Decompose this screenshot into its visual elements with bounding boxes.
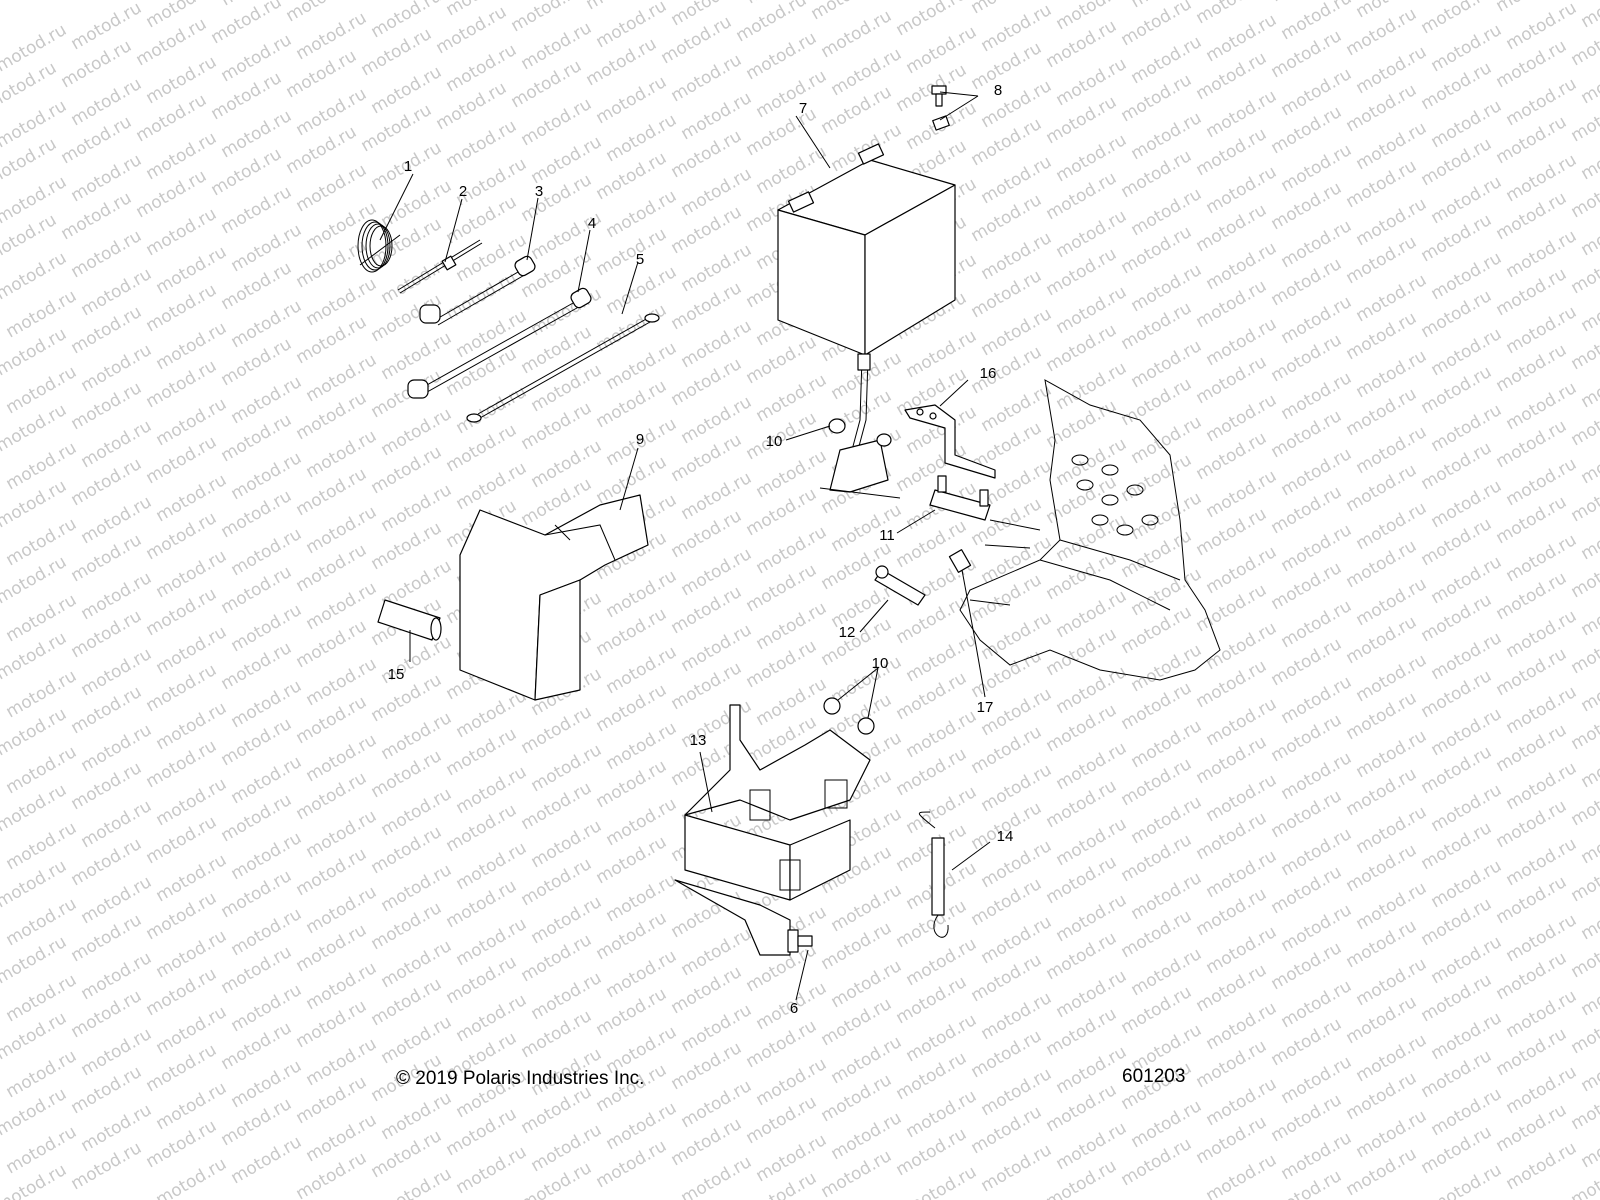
callout-3: 3	[535, 183, 543, 200]
part-10-nuts	[823, 697, 875, 735]
watermark-text: motod.ru	[593, 1136, 671, 1192]
callout-labels: 1 2 3 4 5 6 7 8 9 10 10 11 12 13 14 15 1…	[388, 82, 1014, 1017]
callout-9: 9	[636, 431, 644, 448]
watermark-text: motod.ru	[1118, 1134, 1196, 1190]
part-2-cable-tie	[397, 239, 483, 294]
callout-7: 7	[799, 100, 807, 117]
part-15-sleeve	[377, 599, 442, 641]
part-8-bolt-nut	[931, 85, 950, 131]
callout-11: 11	[879, 527, 895, 544]
part-3-battery-cable	[419, 255, 536, 326]
callout-15: 15	[388, 666, 405, 683]
callout-4: 4	[588, 215, 596, 232]
watermark-text: motod.ru	[293, 1148, 371, 1200]
watermark-text: motod.ru	[1578, 0, 1600, 32]
part-7-battery	[777, 143, 956, 356]
part-1-wire-coil	[357, 219, 401, 273]
part-11-strap-mount	[929, 475, 991, 521]
part-5-negative-cable	[466, 313, 660, 423]
callout-14: 14	[997, 828, 1014, 845]
drawing-number: 601203	[1122, 1066, 1186, 1087]
copyright-notice: © 2019 Polaris Industries Inc.	[396, 1068, 645, 1089]
callout-8: 8	[994, 82, 1002, 99]
frame-section	[959, 379, 1221, 681]
part-17-fastener	[948, 549, 976, 641]
callout-10a: 10	[766, 433, 783, 450]
part-12-clip	[874, 565, 926, 606]
leader-lines	[379, 91, 991, 1001]
callout-12: 12	[839, 624, 856, 641]
part-4-positive-cable	[407, 287, 592, 399]
callout-10b: 10	[872, 655, 889, 672]
part-16-bracket	[904, 404, 996, 479]
part-14-strap	[918, 811, 949, 938]
part-solenoid-assembly	[819, 353, 901, 499]
callout-1: 1	[404, 158, 412, 175]
watermark-text: motod.ru	[1343, 1144, 1421, 1200]
callout-16: 16	[980, 365, 997, 382]
part-13-battery-box	[674, 704, 871, 956]
watermark-text: motod.ru	[818, 1146, 896, 1200]
part-6-pin	[787, 929, 813, 953]
part-9-battery-cover	[459, 494, 649, 701]
watermark-text: motod.ru	[68, 1138, 146, 1194]
callout-17: 17	[977, 699, 994, 716]
callout-5: 5	[636, 251, 644, 268]
callout-2: 2	[459, 183, 467, 200]
callout-13: 13	[690, 732, 707, 749]
callout-6: 6	[790, 1000, 798, 1017]
